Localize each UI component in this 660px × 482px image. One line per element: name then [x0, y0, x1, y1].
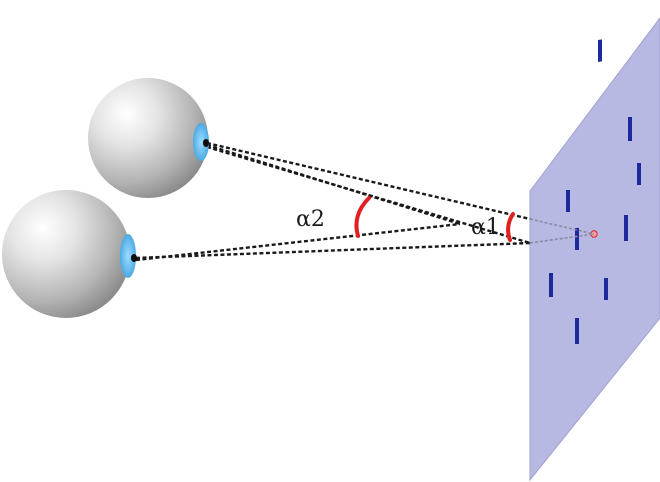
upper-eye-to-screen-bottom: [206, 145, 531, 245]
screen-mark: [598, 39, 602, 62]
pupil-icon: [203, 139, 209, 147]
upper-eye-to-screen-top: [206, 141, 531, 221]
iris-icon: [120, 234, 136, 278]
iris-icon: [193, 123, 209, 161]
sight-lines: [135, 141, 531, 262]
label-alpha1: α1: [471, 215, 500, 240]
eye-lower: [2, 190, 137, 318]
eyeball-icon: [2, 190, 130, 318]
screen-mark: [566, 190, 570, 212]
label-alpha2: α2: [296, 207, 325, 232]
screen-mark: [604, 278, 608, 300]
screen-marks: [549, 39, 641, 344]
eye-upper: [88, 78, 209, 198]
screen-mark: [624, 215, 628, 241]
eyeball-icon: [88, 78, 208, 198]
screen-mark: [575, 318, 579, 344]
screen-plane: [529, 17, 660, 482]
pupil-icon: [131, 254, 137, 262]
screen-mark: [628, 117, 632, 141]
angle-arc-alpha2: [354, 196, 371, 238]
lower-eye-to-apex: [135, 222, 461, 262]
screen-mark: [575, 228, 579, 250]
angle-arc-alpha1: [506, 212, 515, 242]
screen-mark: [637, 163, 641, 185]
upper-eye-to-apex: [206, 143, 461, 226]
lower-eye-to-screen: [135, 241, 531, 260]
screen-mark: [549, 273, 553, 297]
sight-lines-far: [529, 218, 595, 244]
